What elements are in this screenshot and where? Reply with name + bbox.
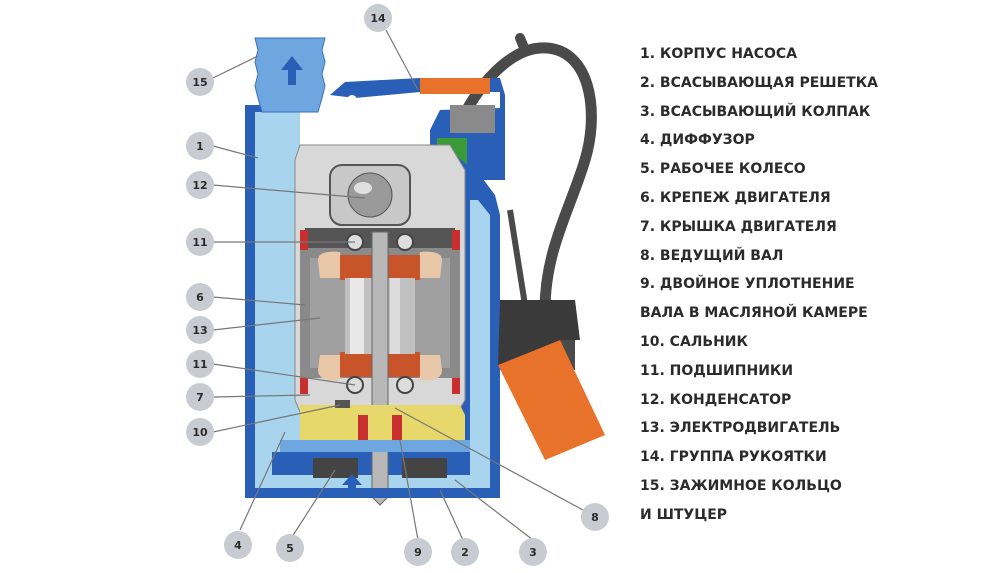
winding-bottom-left	[318, 355, 345, 381]
flow-arrow-inlet	[342, 474, 362, 497]
callout-15-label: 15	[192, 76, 207, 89]
legend-item: 10. САЛЬНИК	[640, 333, 748, 350]
legend-item: 6. КРЕПЕЖ ДВИГАТЕЛЯ	[640, 189, 831, 206]
legend-item: 8. ВЕДУЩИЙ ВАЛ	[640, 247, 784, 264]
drive-shaft	[371, 231, 389, 498]
suction-cap	[245, 488, 500, 498]
seal-ring-mid-left	[300, 378, 308, 394]
legend-item: 12. КОНДЕНСАТОР	[640, 391, 792, 408]
rotor-shine-2	[390, 278, 400, 354]
diffuser	[280, 440, 470, 452]
legend-item: 15. ЗАЖИМНОЕ КОЛЬЦО	[640, 477, 842, 494]
float-cable	[449, 42, 597, 316]
legend-item: 13. ЭЛЕКТРОДВИГАТЕЛЬ	[640, 420, 841, 437]
callout-1-label: 1	[196, 140, 204, 153]
callout-13: 13	[186, 316, 214, 344]
callout-11b: 11	[186, 350, 214, 378]
bearing-top-right	[396, 233, 414, 251]
capacitor-highlight	[354, 182, 372, 194]
impeller-left	[313, 458, 358, 478]
legend-item: 7. КРЫШКА ДВИГАТЕЛЯ	[640, 218, 837, 235]
callout-7-label: 7	[196, 391, 204, 404]
legend-item: 1. КОРПУС НАСОСА	[640, 46, 798, 62]
seal-ring-top-right	[452, 230, 460, 250]
callout-14-label: 14	[370, 12, 386, 25]
callout-6-label: 6	[196, 291, 204, 304]
callout-4: 4	[224, 531, 252, 559]
legend-item: 4. ДИФФУЗОР	[640, 132, 755, 149]
legend-item: 3. ВСАСЫВАЮЩИЙ КОЛПАК	[640, 103, 871, 120]
callout-11a: 11	[186, 228, 214, 256]
legend-item: И ШТУЦЕР	[640, 506, 728, 523]
callout-8-label: 8	[591, 511, 599, 524]
callout-11b-label: 11	[192, 358, 207, 371]
callout-4-label: 4	[234, 539, 242, 552]
float-cable-lower	[507, 209, 528, 306]
callout-1: 1	[186, 132, 214, 160]
callout-12: 12	[186, 171, 214, 199]
winding-bottom-right	[415, 355, 442, 381]
callout-11a-label: 11	[192, 236, 207, 249]
callout-6: 6	[186, 283, 214, 311]
legend-item: 2. ВСАСЫВАЮЩАЯ РЕШЕТКА	[640, 74, 878, 91]
oil-seal	[335, 400, 350, 408]
callout-3-label: 3	[529, 546, 537, 559]
seal-ring-mid-right	[452, 378, 460, 394]
callout-5: 5	[276, 534, 304, 562]
float-switch	[498, 300, 605, 460]
callout-15: 15	[186, 68, 214, 96]
legend-item: 11. ПОДШИПНИКИ	[640, 362, 794, 379]
legend-item: 14. ГРУППА РУКОЯТКИ	[640, 449, 827, 466]
callout-2: 2	[451, 538, 479, 566]
callout-12-label: 12	[192, 179, 207, 192]
impeller-right	[402, 458, 447, 478]
float-cable-top	[515, 33, 530, 55]
callout-14: 14	[364, 4, 392, 32]
callout-3: 3	[519, 538, 547, 566]
water-column	[255, 112, 300, 452]
callout-leaders	[212, 29, 584, 541]
callout-7: 7	[186, 383, 214, 411]
rotor-shine	[350, 278, 364, 354]
callout-10-label: 10	[192, 426, 208, 439]
legend-item: ВАЛА В МАСЛЯНОЙ КАМЕРЕ	[640, 305, 868, 322]
flow-arrow-up	[281, 56, 303, 85]
seal-ring-top-left	[300, 230, 308, 250]
oil-chamber	[300, 405, 465, 440]
legend-item: 5. РАБОЧЕЕ КОЛЕСО	[640, 161, 806, 178]
callout-9: 9	[404, 538, 432, 566]
callout-9-label: 9	[414, 546, 422, 559]
shaft-tip	[370, 496, 390, 506]
callout-13-label: 13	[192, 324, 207, 337]
capacitor	[347, 172, 393, 218]
pump-cross-section-diagram: 15 14 1 12 11 6 13 11 7 10 4 5	[186, 4, 609, 566]
callout-10: 10	[186, 418, 214, 446]
parts-legend: 1. КОРПУС НАСОСА 2. ВСАСЫВАЮЩАЯ РЕШЕТКА …	[640, 40, 990, 530]
winding-top-right	[415, 251, 442, 278]
winding-top-left	[318, 251, 345, 278]
callout-5-label: 5	[286, 542, 294, 555]
callout-2-label: 2	[461, 546, 469, 559]
mechanical-seal-right	[392, 415, 402, 445]
mechanical-seal-left	[358, 415, 368, 445]
legend-item: 9. ДВОЙНОЕ УПЛОТНЕНИЕ	[640, 276, 855, 293]
callout-8: 8	[581, 503, 609, 531]
bearing-bottom-right	[396, 376, 414, 394]
